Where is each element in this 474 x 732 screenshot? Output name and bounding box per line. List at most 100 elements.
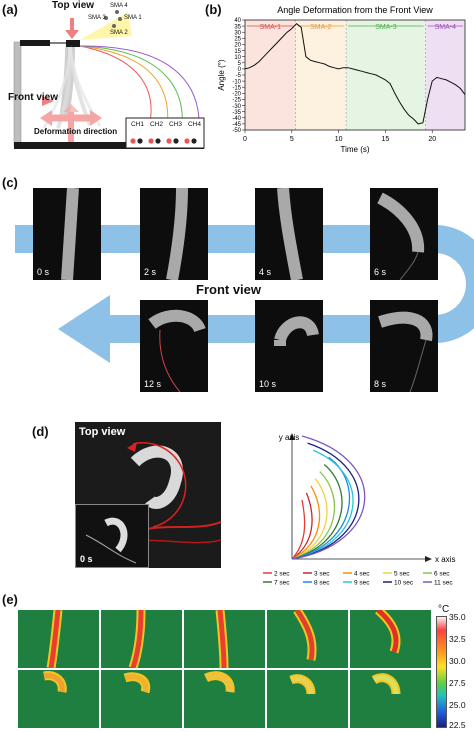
y-tick-label-0: 40 (234, 18, 241, 24)
sma1-label: SMA 1 (124, 15, 142, 21)
frame-time-8s: 8 s (374, 379, 387, 389)
thermal-image-grid (18, 610, 431, 730)
thermal-body-core-1 (48, 610, 61, 668)
sma3-label: SMA 3 (88, 15, 106, 21)
front-view-frame-12s: 12 s (140, 300, 208, 392)
y-tick-label-3: 25 (234, 37, 241, 43)
front-view-label: Front view (8, 92, 59, 103)
x-axis-arrow (425, 556, 432, 562)
top-view-photo: Top view 0 s (75, 422, 221, 568)
trajectory-curve-2-sec (291, 499, 306, 560)
thermal-frame-1 (18, 610, 99, 668)
temperature-colorbar (436, 616, 447, 728)
deformation-direction-label: Deformation direction (34, 127, 118, 136)
trajectory-curve-6-sec (291, 471, 336, 560)
trajectory-curve-10-sec (291, 442, 360, 560)
front-view-frame-8s: 8 s (370, 300, 438, 392)
trajectory-curve-4-sec (291, 485, 321, 560)
frame-time-6s: 6 s (374, 267, 387, 277)
panel-e-label: (e) (2, 592, 18, 607)
y-tick-label-7: 5 (238, 61, 242, 67)
thermal-frame-6 (18, 670, 99, 728)
angle-series-line (244, 23, 466, 125)
legend-label-6-sec: 6 sec (434, 571, 450, 578)
region-band-3 (346, 20, 426, 130)
colorbar-tick-27-5: 27.5 (449, 678, 466, 688)
thermal-body-core-4 (294, 610, 315, 661)
region-label-1: SMA-1 (260, 24, 282, 31)
panel-a-label: (a) (2, 2, 18, 17)
thermal-body-core-2 (130, 610, 144, 668)
thermal-body-core-5 (376, 610, 399, 653)
panel-d-label: (d) (32, 424, 49, 439)
panel-c-label: (c) (2, 175, 18, 190)
colorbar-tick-30: 30.0 (449, 656, 466, 666)
y-tick-label-5: 15 (234, 49, 241, 55)
legend-label-5-sec: 5 sec (394, 571, 410, 578)
thermal-frame-8 (184, 670, 265, 728)
top-view-photo-label: Top view (79, 426, 126, 438)
trajectory-curve-5-sec (291, 478, 328, 560)
colorbar-tick-25: 25.0 (449, 700, 466, 710)
region-label-2: SMA-2 (310, 24, 332, 31)
region-band-4 (425, 20, 465, 130)
y-tick-label-15: -35 (232, 110, 241, 116)
y-tick-label-12: -20 (232, 92, 241, 98)
x-tick-label-2: 10 (335, 136, 343, 143)
front-view-frame-0s: 0 s (33, 188, 101, 280)
panel-b-label: (b) (205, 2, 222, 17)
thermal-frame-4 (267, 610, 348, 668)
frame-time-12s: 12 s (144, 379, 162, 389)
y-tick-label-8: 0 (238, 67, 242, 73)
colorbar-tick-35: 35.0 (449, 612, 466, 622)
channel-labels: CH1 CH2 CH3 CH4 (128, 121, 204, 128)
colorbar-tick-22-5: 22.5 (449, 720, 466, 730)
trajectory-curve-7-sec (291, 463, 343, 560)
x-axis-label: x axis (435, 555, 455, 564)
legend-label-8-sec: 8 sec (314, 580, 330, 587)
top-view-inset: 0 s (75, 504, 149, 568)
legend-label-3-sec: 3 sec (314, 571, 330, 578)
legend-label-9-sec: 9 sec (354, 580, 370, 587)
colorbar-tick-32-5: 32.5 (449, 634, 466, 644)
x-tick-label-4: 20 (428, 136, 436, 143)
x-tick-label-1: 5 (290, 136, 294, 143)
region-label-4: SMA-4 (435, 24, 457, 31)
front-view-center-label: Front view (196, 282, 262, 297)
y-tick-label-18: -50 (232, 128, 241, 134)
thermal-frame-7 (101, 670, 182, 728)
chart-title: Angle Deformation from the Front View (277, 5, 433, 15)
y-tick-label-11: -15 (232, 85, 241, 91)
colorbar-ticks: 35.0 32.5 30.0 27.5 25.0 22.5 (449, 612, 474, 732)
thermal-body-core-8 (204, 673, 233, 693)
legend-label-2-sec: 2 sec (274, 571, 290, 578)
x-axis-label: Time (s) (340, 145, 369, 154)
frame-time-10s: 10 s (259, 379, 277, 389)
thermal-frame-5 (350, 610, 431, 668)
trajectory-curve-11-sec (291, 435, 366, 560)
thermal-frame-9 (267, 670, 348, 728)
channel-2-label: CH2 (149, 121, 163, 128)
legend-label-11-sec: 11 sec (434, 580, 453, 587)
thermal-body-core-3 (217, 610, 227, 668)
trajectory-curve-9-sec (291, 449, 354, 560)
panel-a-setup-diagram (13, 10, 205, 149)
front-view-frame-2s: 2 s (140, 188, 208, 280)
sma4-label: SMA 4 (110, 3, 128, 9)
y-tick-label-17: -45 (232, 122, 241, 128)
legend-label-10-sec: 10 sec (394, 580, 414, 587)
channel-1-label: CH1 (130, 121, 144, 128)
y-tick-label-10: -10 (232, 79, 241, 85)
thermal-body-core-7 (124, 674, 149, 693)
y-tick-label-9: -5 (236, 73, 242, 79)
temperature-unit: °C (438, 604, 450, 615)
y-tick-label-14: -30 (232, 104, 241, 110)
x-tick-label-3: 15 (382, 136, 390, 143)
thermal-frame-3 (184, 610, 265, 668)
front-view-frame-10s: 10 s (255, 300, 323, 392)
front-view-frame-4s: 4 s (255, 188, 323, 280)
thermal-body-core-10 (372, 675, 399, 695)
x-tick-label-0: 0 (243, 136, 247, 143)
